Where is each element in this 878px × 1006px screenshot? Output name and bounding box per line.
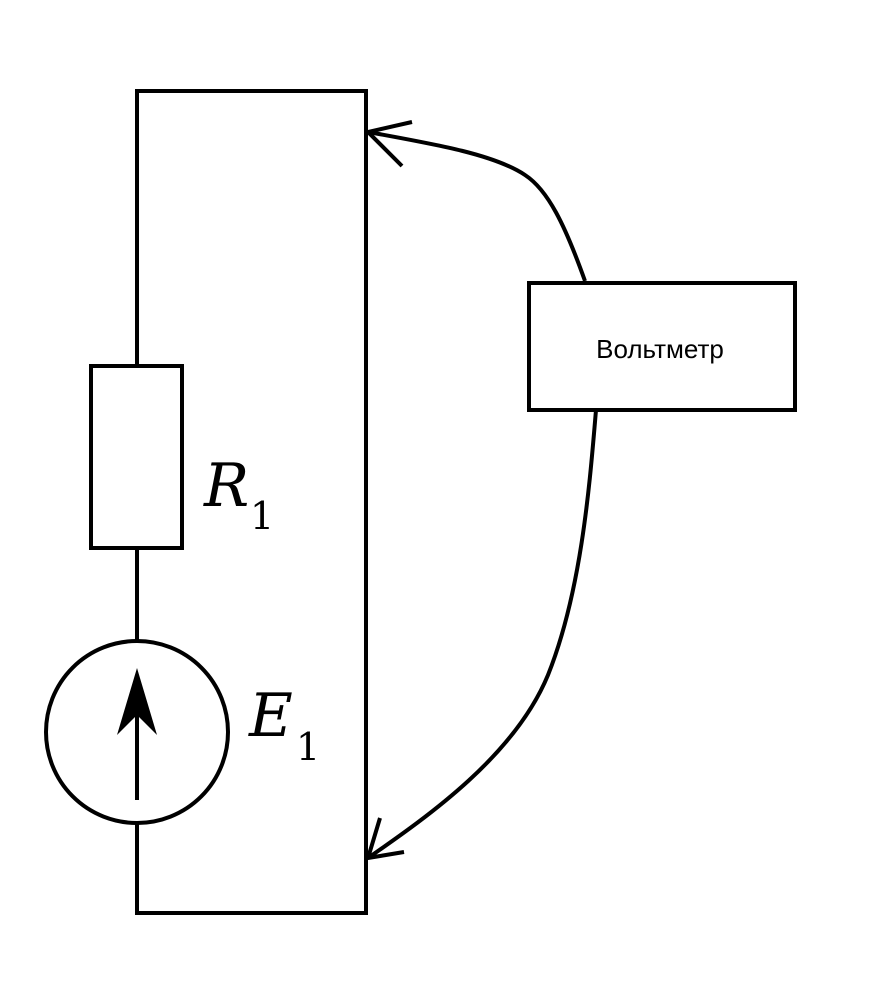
voltmeter-box — [527, 281, 797, 412]
probe-arrowhead-bottom — [365, 817, 405, 861]
source-circle — [44, 639, 230, 825]
voltmeter-label: Вольтметр — [596, 334, 724, 364]
source-label-sub: 1 — [296, 725, 320, 769]
resistor-r1 — [89, 364, 184, 550]
resistor-label-sub: 1 — [250, 494, 274, 538]
probe-arrowhead-top — [364, 120, 413, 168]
source-arrow-head — [117, 668, 157, 735]
source-label: E — [248, 681, 293, 751]
probe-lead-bottom — [366, 409, 598, 860]
resistor-label: R — [203, 451, 249, 521]
voltage-source-e1 — [44, 639, 230, 825]
probe-lead-top — [367, 130, 587, 282]
